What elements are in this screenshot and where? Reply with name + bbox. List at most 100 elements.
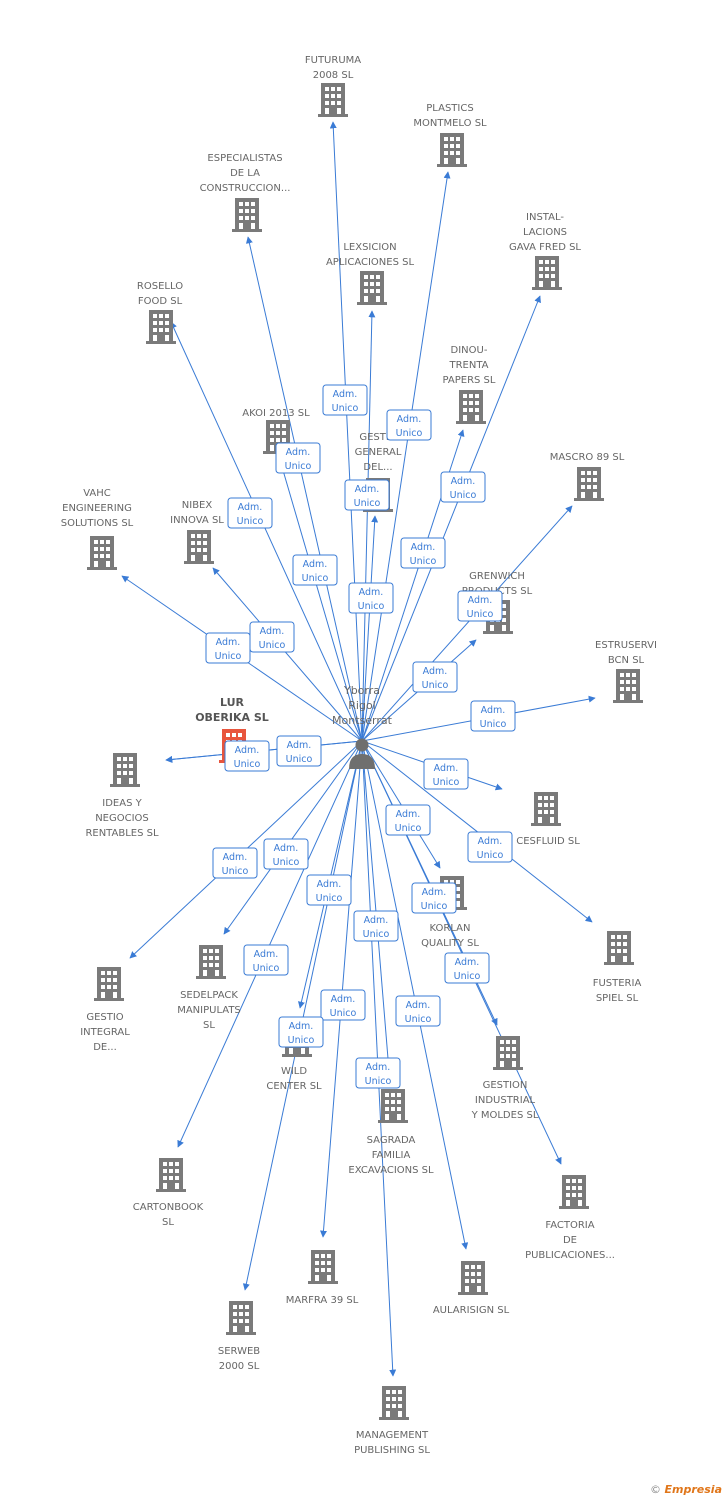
badges-layer: Adm.UnicoAdm.UnicoAdm.UnicoAdm.UnicoAdm.… [205,384,516,1089]
role-badge[interactable]: Adm.Unico [400,537,446,569]
role-badge[interactable]: Adm.Unico [386,409,432,441]
role-badge-line-2: Unico [396,428,423,439]
building-icon [437,133,467,167]
role-badge[interactable]: Adm.Unico [353,910,399,942]
building-icon [531,792,561,826]
role-badge[interactable]: Adm.Unico [227,497,273,529]
role-badge[interactable]: Adm.Unico [470,700,516,732]
role-badge[interactable]: Adm.Unico [212,847,258,879]
building-icon [318,83,348,117]
company-label-line: LEXSICION [343,242,396,253]
role-badge-line-2: Unico [288,1035,315,1046]
role-badge-box [470,700,516,732]
role-badge[interactable]: Adm.Unico [348,582,394,614]
company-node-cesfluid[interactable]: CESFLUID SL [516,792,580,847]
role-badge[interactable]: Adm.Unico [263,838,309,870]
role-badge-line-2: Unico [253,963,280,974]
building-icon [232,198,262,232]
company-label-line: SOLUTIONS SL [61,518,134,529]
company-label-line: GAVA FRED SL [509,242,581,253]
role-badge[interactable]: Adm.Unico [395,995,441,1027]
company-node-aularisign[interactable]: AULARISIGN SL [433,1261,510,1316]
role-badge-box [355,1057,401,1089]
role-badge-line-2: Unico [365,1076,392,1087]
role-badge-line-1: Adm. [434,763,459,774]
role-badge[interactable]: Adm.Unico [423,758,469,790]
role-badge[interactable]: Adm.Unico [320,989,366,1021]
role-badge[interactable]: Adm.Unico [411,882,457,914]
role-badge-line-1: Adm. [422,887,447,898]
role-badge[interactable]: Adm.Unico [457,590,503,622]
role-badge[interactable]: Adm.Unico [276,735,322,767]
role-badge[interactable]: Adm.Unico [275,442,321,474]
building-icon [308,1250,338,1284]
role-badge[interactable]: Adm.Unico [385,804,431,836]
building-icon [458,1261,488,1295]
brand-logo-text: Empresia [664,1483,722,1496]
role-badge-line-1: Adm. [287,740,312,751]
role-badge[interactable]: Adm.Unico [440,471,486,503]
company-label-line: KORLAN [430,923,471,934]
role-badge[interactable]: Adm.Unico [249,621,295,653]
role-badge-line-1: Adm. [423,666,448,677]
role-badge[interactable]: Adm.Unico [243,944,289,976]
role-badge[interactable]: Adm.Unico [322,384,368,416]
company-node-akoi[interactable]: AKOI 2013 SL [242,408,310,454]
role-badge-line-1: Adm. [331,994,356,1005]
role-badge[interactable]: Adm.Unico [444,952,490,984]
role-badge[interactable]: Adm.Unico [292,554,338,586]
company-node-mascro[interactable]: MASCRO 89 SL [550,452,625,501]
company-label-line: GESTIO [359,432,396,443]
role-badge[interactable]: Adm.Unico [344,479,390,511]
role-badge[interactable]: Adm.Unico [412,661,458,693]
role-badge-box [306,874,352,906]
company-label-line: DEL... [363,462,392,473]
edge-akoi [278,459,363,742]
role-badge[interactable]: Adm.Unico [224,740,270,772]
person-label-line: Yborra [343,684,380,697]
company-node-marfra[interactable]: MARFRA 39 SL [286,1250,359,1306]
role-badge-line-1: Adm. [478,836,503,847]
role-badge[interactable]: Adm.Unico [467,831,513,863]
role-badge-line-2: Unico [332,403,359,414]
role-badge-line-1: Adm. [303,559,328,570]
role-badge[interactable]: Adm.Unico [278,1016,324,1048]
role-badge[interactable]: Adm.Unico [306,874,352,906]
building-icon [559,1175,589,1209]
role-badge[interactable]: Adm.Unico [205,632,251,664]
role-badge-box [444,952,490,984]
role-badge[interactable]: Adm.Unico [355,1057,401,1089]
